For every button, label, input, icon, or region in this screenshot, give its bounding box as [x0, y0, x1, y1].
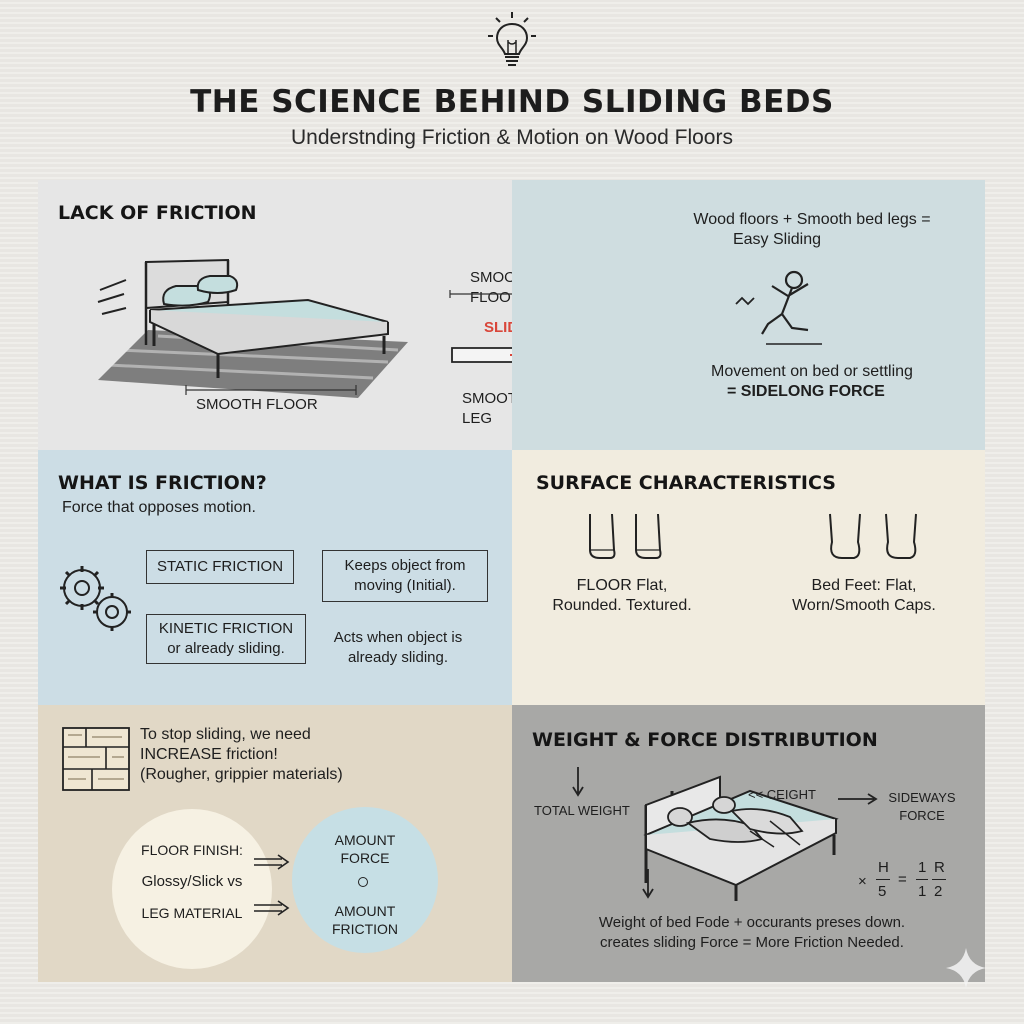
- amount-friction-line-1: AMOUNT: [334, 903, 396, 919]
- leg-material-label: LEG MATERIAL: [141, 905, 243, 921]
- diagram-bottom-label: SMOOTH LEG: [462, 390, 528, 427]
- what-is-friction-heading: WHAT IS FRICTION?: [58, 472, 267, 494]
- feet-line-2: Worn/Smooth Caps.: [792, 597, 936, 614]
- static-friction-label: STATIC FRICTION: [156, 558, 284, 575]
- sparkle-icon: [946, 948, 986, 988]
- slipping-person-icon: [735, 270, 822, 345]
- wood-planks-icon: [62, 727, 130, 791]
- movement-line-2: = SIDELONG FORCE: [727, 383, 885, 400]
- amount-force: AMOUNT FORCE: [292, 831, 438, 867]
- weight-down-arrow-icon: [572, 767, 584, 797]
- static-desc-line-1: Keeps object from: [344, 557, 466, 574]
- movement-line-1: Movement on bed or settling: [711, 363, 913, 380]
- stop-line-3: (Rougher, grippier materials): [140, 766, 343, 783]
- kinetic-friction-box: KINETIC FRICTION or already sliding.: [146, 614, 306, 664]
- what-is-friction-panel: WHAT IS FRICTION? Force that opposes mot…: [38, 450, 512, 705]
- weight-force-heading: WEIGHT & FORCE DISTRIBUTION: [532, 729, 878, 751]
- bed-feet-icon: [829, 513, 917, 559]
- lack-of-friction-heading: LACK OF FRICTION: [58, 202, 257, 224]
- gears-icon: [60, 566, 131, 631]
- floor-finish-label: FLOOR FINISH:: [141, 842, 243, 858]
- static-friction-box: STATIC FRICTION: [146, 550, 294, 584]
- amount-friction: AMOUNT FRICTION: [292, 902, 438, 938]
- stop-line-1: To stop sliding, we need: [140, 726, 311, 743]
- kinetic-desc-line-1: Acts when object is: [333, 629, 463, 646]
- floor-characteristics: FLOOR Flat, Rounded. Textured.: [532, 576, 712, 616]
- amount-force-line-1: AMOUNT: [334, 832, 396, 848]
- equation-line-1: Wood floors + Smooth bed legs =: [693, 211, 931, 228]
- caption-line-2: creates sliding Force = More Friction Ne…: [600, 934, 904, 951]
- floor-measure-line: [185, 385, 357, 395]
- formula-fraction-bar-3: [932, 879, 946, 880]
- formula-2: 2: [934, 883, 943, 900]
- sliding-bed-illustration: [97, 258, 408, 398]
- sideways-force: SIDEWAYS FORCE: [876, 789, 968, 825]
- static-description-box: Keeps object from moving (Initial).: [322, 550, 488, 602]
- kinetic-label-line-2: or already sliding.: [167, 640, 285, 657]
- feet-characteristics: Bed Feet: Flat, Worn/Smooth Caps.: [774, 576, 954, 616]
- floor-line-2: Rounded. Textured.: [552, 597, 692, 614]
- formula-multiply: ×: [858, 873, 867, 890]
- formula-1-bottom: 1: [918, 883, 927, 900]
- formula-equals: =: [898, 871, 907, 888]
- kinetic-desc-line-2: already sliding.: [347, 649, 449, 666]
- bed-down-arrow-icon: [642, 869, 654, 899]
- feet-line-1: Bed Feet: Flat,: [811, 577, 917, 594]
- double-arrow-bottom-icon: [254, 900, 290, 916]
- easy-sliding-panel: Wood floors + Smooth bed legs = Easy Sli…: [512, 180, 985, 450]
- center-dot-icon: [358, 877, 368, 887]
- page-subtitle: Understnding Friction & Motion on Wood F…: [291, 126, 733, 149]
- formula-h: H: [878, 859, 889, 876]
- lightbulb-icon: [488, 12, 536, 66]
- floor-legs-icon: [589, 513, 662, 559]
- weight-caption: Weight of bed Fode + occurants preses do…: [552, 913, 952, 953]
- static-desc-line-2: moving (Initial).: [354, 577, 456, 594]
- glossy-label: Glossy/Slick vs: [141, 873, 243, 890]
- page-title: THE SCIENCE BEHIND SLIDING BEDS: [190, 84, 834, 120]
- amount-force-line-2: FORCE: [340, 850, 390, 866]
- stop-line-2: INCREASE friction!: [140, 746, 278, 763]
- weight-force-panel: WEIGHT & FORCE DISTRIBUTION TOTAL WEIGHT…: [512, 705, 985, 982]
- formula-r: R: [934, 859, 945, 876]
- caption-line-1: Weight of bed Fode + occurants preses do…: [598, 914, 906, 931]
- total-weight-label: TOTAL WEIGHT: [534, 803, 630, 818]
- kinetic-description: Acts when object is already sliding.: [318, 628, 478, 668]
- surface-heading: SURFACE CHARACTERISTICS: [536, 472, 836, 494]
- sideways-line-1: SIDEWAYS: [888, 790, 956, 805]
- stop-sliding-panel: To stop sliding, we need INCREASE fricti…: [38, 705, 512, 982]
- sideways-arrow-icon: [838, 793, 878, 805]
- sideways-line-2: FORCE: [899, 808, 945, 823]
- lack-of-friction-panel: LACK OF FRICTION SMOOTH FLOOR SMOOTH FLO…: [38, 180, 591, 450]
- formula-1-top: 1: [918, 859, 927, 876]
- friction-definition: Force that opposes motion.: [62, 499, 256, 516]
- equation-line-2: Easy Sliding: [732, 231, 822, 248]
- weight-arrow-label: << CEIGHT: [748, 787, 816, 802]
- formula-fraction-bar: [876, 879, 890, 880]
- formula-fraction-bar-2: [916, 879, 928, 880]
- kinetic-label-line-1: KINETIC FRICTION: [158, 620, 294, 637]
- floor-line-1: FLOOR Flat,: [576, 577, 668, 594]
- amount-friction-line-2: FRICTION: [331, 921, 399, 937]
- surface-characteristics-panel: SURFACE CHARACTERISTICS FLOOR Flat, Roun…: [512, 450, 985, 705]
- floor-finish-circle: [112, 809, 272, 969]
- double-arrow-top-icon: [254, 854, 290, 870]
- bed-floor-label: SMOOTH FLOOR: [196, 396, 318, 413]
- weight-formula: × H 5 = 1 1 R 2: [858, 859, 958, 907]
- formula-5: 5: [878, 883, 887, 900]
- bed-with-occupants-illustration: [643, 775, 839, 901]
